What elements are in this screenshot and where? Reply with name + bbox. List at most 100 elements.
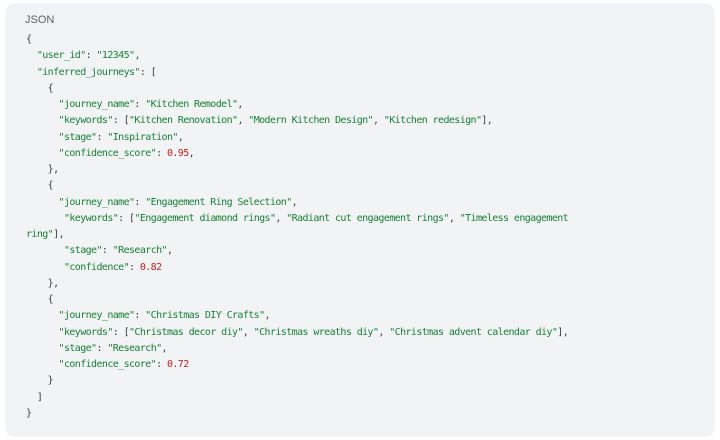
- json-key: "confidence_score": [58, 359, 157, 370]
- json-punctuation: ,: [237, 99, 243, 110]
- json-punctuation: :: [129, 261, 140, 273]
- json-punctuation: ,: [264, 310, 271, 322]
- json-string: "Research": [112, 245, 168, 257]
- json-punctuation: [26, 132, 59, 143]
- json-punctuation: [26, 359, 59, 370]
- code-line: "confidence_score": 0.95,: [26, 146, 568, 162]
- json-number: 0.72: [166, 359, 189, 370]
- json-punctuation: [26, 343, 59, 354]
- json-string: "12345": [96, 50, 135, 62]
- json-punctuation: ,: [166, 245, 173, 257]
- json-punctuation: :: [156, 147, 167, 159]
- json-key: "keywords": [63, 212, 119, 224]
- json-punctuation: [26, 245, 64, 256]
- json-punctuation: {: [26, 34, 32, 45]
- json-punctuation: ,: [275, 212, 287, 224]
- json-punctuation: [26, 262, 64, 273]
- json-key: "inferred_journeys": [36, 66, 141, 78]
- json-punctuation: [26, 310, 59, 321]
- code-line: },: [26, 276, 568, 292]
- json-punctuation: :: [134, 310, 146, 322]
- json-string: "Engagement Ring Selection": [145, 196, 292, 208]
- code-line: "keywords": ["Engagement diamond rings",…: [26, 211, 569, 227]
- json-string: "Research": [107, 342, 162, 354]
- code-line: "stage": "Research",: [26, 341, 568, 357]
- json-punctuation: : [: [118, 212, 135, 224]
- json-punctuation: [26, 327, 59, 338]
- json-punctuation: [26, 148, 59, 159]
- code-line: ]: [26, 390, 568, 406]
- code-line: "inferred_journeys": [: [26, 65, 568, 81]
- code-line: "confidence_score": 0.72: [26, 357, 568, 373]
- json-punctuation: [26, 67, 37, 78]
- json-code[interactable]: { "user_id": "12345", "inferred_journeys…: [26, 32, 569, 422]
- json-punctuation: ,: [177, 131, 184, 143]
- json-punctuation: [26, 115, 59, 126]
- code-line: ring"],: [26, 227, 568, 243]
- json-punctuation: :: [156, 359, 167, 370]
- json-string: "Engagement diamond rings": [134, 212, 276, 224]
- json-punctuation: :: [134, 196, 146, 208]
- json-key: "journey_name": [58, 99, 135, 110]
- json-string: "Kitchen Remodel": [145, 99, 238, 110]
- code-line: "journey_name": "Kitchen Remodel",: [26, 97, 568, 113]
- code-line: {: [26, 32, 568, 48]
- json-key: "confidence": [63, 261, 130, 273]
- code-block: JSON { "user_id": "12345", "inferred_jou…: [5, 3, 715, 437]
- json-punctuation: :: [101, 245, 113, 257]
- json-punctuation: [26, 213, 64, 224]
- json-key: "keywords": [58, 326, 114, 338]
- json-key: "stage": [58, 131, 98, 143]
- json-punctuation: ]: [26, 391, 43, 403]
- json-punctuation: ,: [372, 115, 384, 127]
- json-punctuation: ,: [291, 196, 298, 208]
- json-key: "stage": [63, 245, 103, 257]
- code-line: "journey_name": "Christmas DIY Crafts",: [26, 308, 568, 324]
- json-string: ring": [26, 229, 54, 240]
- json-punctuation: },: [26, 164, 59, 175]
- json-key: "confidence_score": [58, 147, 157, 159]
- json-string: "Kitchen Renovation": [129, 115, 238, 127]
- json-punctuation: : [: [139, 66, 157, 78]
- json-punctuation: ,: [378, 326, 390, 338]
- json-key: "keywords": [58, 115, 114, 127]
- json-key: "user_id": [36, 50, 86, 62]
- json-punctuation: }: [26, 407, 32, 419]
- json-punctuation: ],: [557, 326, 569, 338]
- json-punctuation: ,: [237, 115, 249, 127]
- json-string: "Christmas decor diy": [129, 326, 243, 338]
- json-string: "Modern Kitchen Design": [248, 115, 373, 127]
- code-line: {: [26, 81, 568, 97]
- code-line: "user_id": "12345",: [26, 48, 568, 64]
- code-line: "journey_name": "Engagement Ring Selecti…: [26, 195, 568, 211]
- json-punctuation: },: [26, 277, 59, 289]
- json-punctuation: ],: [481, 115, 493, 127]
- json-punctuation: ,: [134, 50, 140, 62]
- json-number: 0.95: [166, 147, 189, 159]
- json-punctuation: {: [26, 180, 54, 192]
- json-string: "Kitchen redesign": [383, 115, 482, 127]
- json-key: "stage": [58, 342, 98, 354]
- code-line: {: [26, 178, 568, 194]
- json-key: "journey_name": [58, 196, 135, 208]
- json-punctuation: : [: [112, 115, 130, 127]
- json-string: "Timeless engagement: [459, 212, 569, 224]
- json-punctuation: ,: [161, 342, 168, 354]
- code-line: {: [26, 292, 568, 308]
- json-punctuation: ],: [53, 229, 64, 240]
- json-punctuation: }: [26, 375, 54, 387]
- json-punctuation: :: [96, 342, 108, 354]
- json-punctuation: [26, 197, 59, 208]
- json-punctuation: :: [96, 131, 108, 143]
- json-punctuation: :: [134, 99, 146, 110]
- json-string: "Inspiration": [107, 131, 178, 143]
- code-line: },: [26, 162, 568, 178]
- code-line: "keywords": ["Christmas decor diy", "Chr…: [26, 325, 569, 341]
- json-punctuation: ,: [448, 212, 460, 224]
- json-string: "Christmas wreaths diy": [253, 326, 379, 338]
- language-label: JSON: [25, 14, 55, 26]
- json-punctuation: : [: [112, 326, 130, 338]
- json-string: "Christmas advent calendar diy": [389, 326, 558, 338]
- code-line: "keywords": ["Kitchen Renovation", "Mode…: [26, 113, 568, 129]
- json-number: 0.82: [139, 261, 162, 273]
